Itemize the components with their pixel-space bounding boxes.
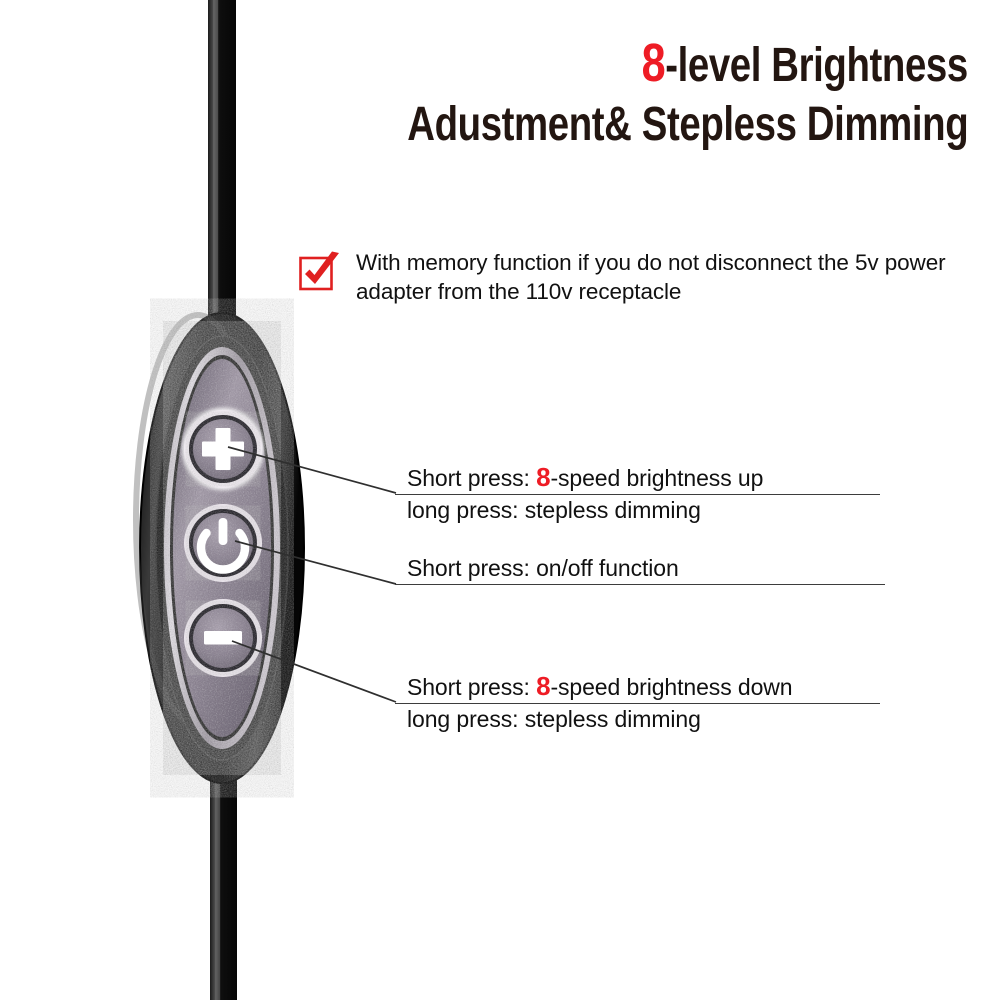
callout-line-2: long press: stepless dimming <box>407 706 701 732</box>
callout-brightness-down: Short press: 8-speed brightness down lon… <box>395 671 880 735</box>
callout-line-1: Short press: 8-speed brightness down <box>407 671 793 701</box>
callout-line-1: Short press: 8-speed brightness up <box>407 462 764 492</box>
callout-rule <box>395 494 880 495</box>
headline-number: 8 <box>641 33 666 93</box>
brightness-down-button[interactable] <box>184 599 262 677</box>
memory-function-note: With memory function if you do not disco… <box>298 246 958 306</box>
page-title-line-1: 8-level Brightness <box>641 33 969 93</box>
upper-cable <box>208 0 236 356</box>
callout-number: 8 <box>536 671 551 701</box>
red-check-box-icon <box>298 250 342 294</box>
controller-illustration <box>133 0 305 1000</box>
callout-rule <box>395 703 880 704</box>
power-button[interactable] <box>184 504 262 582</box>
headline-rest: -level Brightness <box>665 39 968 92</box>
callout-power: Short press: on/off function <box>395 553 885 585</box>
callout-brightness-up: Short press: 8-speed brightness up long … <box>395 462 880 526</box>
callout-line-1: Short press: on/off function <box>407 555 679 581</box>
callout-rule <box>395 584 885 585</box>
memory-note-text: With memory function if you do not disco… <box>356 250 946 304</box>
minus-icon <box>204 631 242 645</box>
callout-number: 8 <box>536 462 551 492</box>
page-title-line-2: Adustment& Stepless Dimming <box>406 98 968 151</box>
callout-line-2: long press: stepless dimming <box>407 497 701 523</box>
brightness-up-button[interactable] <box>182 408 264 490</box>
